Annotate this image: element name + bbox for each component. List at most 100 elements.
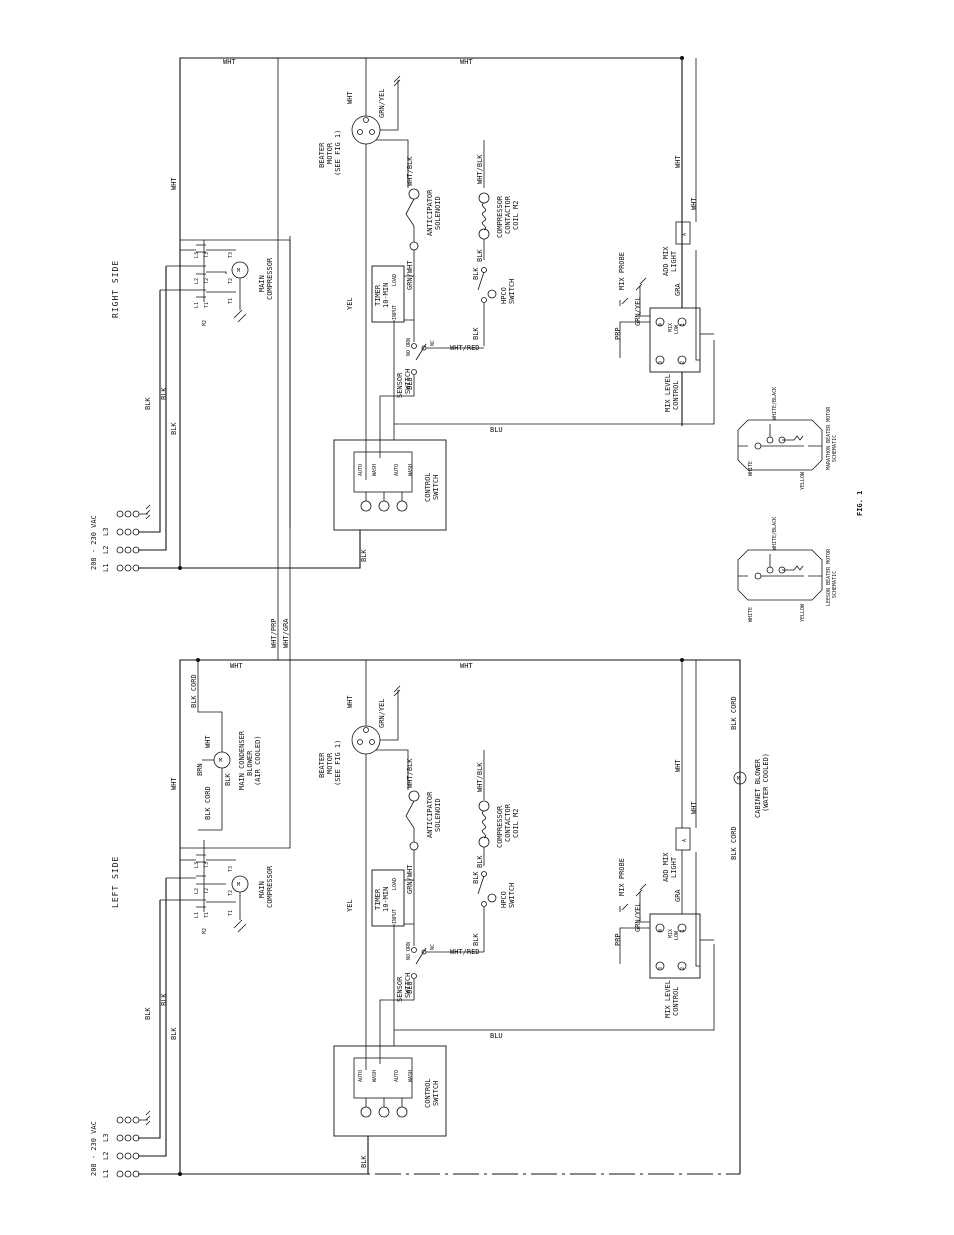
right-wire-no-orn: NO ORN: [406, 338, 412, 356]
right-supply-voltage: 208 - 230 VAC: [90, 515, 98, 570]
left-sensor-label-1: SENSOR: [396, 976, 404, 1002]
left-wire-wht-mix-a: WHT: [674, 759, 682, 772]
left-motor-t1: T1: [228, 910, 234, 916]
right-timer-input: INPUT: [392, 305, 398, 320]
right-beater-label-1: BEATER: [318, 142, 326, 168]
left-wire-wht-blk-b: WHT/BLK: [476, 762, 484, 792]
left-wire-grn-wht: GRN/WHT: [406, 864, 414, 894]
right-timer: [371, 265, 414, 323]
left-mix-level-label-2: CONTROL: [672, 986, 680, 1016]
right-wire-wht-top-left: WHT: [223, 58, 236, 66]
left-hpco-label-2: SWITCH: [508, 883, 516, 908]
left-mix-term-2: 2: [680, 967, 686, 970]
right-sensor-label-1: SENSOR: [396, 372, 404, 398]
right-contactor-l2: L2: [194, 278, 200, 284]
left-mix-level-control: [619, 660, 714, 979]
right-contactor-label-1: COMPRESSOR: [496, 195, 504, 238]
right-wire-grn-yel-mix: GRN/YEL: [634, 296, 642, 326]
right-compressor-motor: M: [231, 261, 249, 323]
left-sensor-switch: [379, 924, 484, 1064]
right-wire-wht-blk-a: WHT/BLK: [406, 156, 414, 186]
right-motor-t2: T2: [228, 278, 234, 284]
right-switch-wash-a: WASH: [372, 464, 378, 476]
left-supply-voltage: 208 - 230 VAC: [90, 1121, 98, 1176]
right-hpco-switch: [477, 267, 497, 346]
left-contactor-t3: T3: [204, 862, 210, 868]
left-side-title: LEFT SIDE: [111, 856, 120, 908]
left-wire-nc: NC: [430, 944, 436, 950]
right-side-circuit: 208 - 230 VAC L1 L2 L3 WHT WHT WHT BLK B…: [90, 56, 715, 660]
detail-b-white-black: WHITE/BLACK: [772, 387, 778, 420]
svg-text:M: M: [219, 758, 222, 764]
left-control-switch: [333, 924, 715, 1137]
left-contactor-l1: L1: [194, 912, 200, 918]
right-motor-t3: T3: [228, 252, 234, 258]
left-wire-blk-cord-cab-a: BLK CORD: [730, 696, 738, 730]
right-wire-grn-wht: GRN/WHT: [406, 260, 414, 290]
left-mix-level-label-1: MIX LEVEL: [664, 980, 672, 1018]
left-switch-auto-b: AUTO: [394, 1070, 400, 1082]
left-contactor-l3: L3: [194, 862, 200, 868]
right-wire-blk-bottom: BLK: [360, 549, 368, 562]
right-contactor-coil: [478, 140, 490, 260]
right-wire-blk-b: BLK: [160, 387, 168, 400]
left-wire-gra: GRA: [674, 889, 682, 902]
left-contactor-m2: M2: [202, 928, 208, 934]
right-contactor-t2: T2: [204, 278, 210, 284]
right-wire-gra: GRA: [674, 283, 682, 296]
left-wire-prp: PRP: [614, 933, 622, 946]
right-wire-wht-red: WHT/RED: [450, 344, 480, 352]
beater-motor-detail-a: [737, 549, 823, 601]
right-beater-motor: [351, 58, 409, 480]
right-timer-load: LOAD: [392, 274, 398, 286]
left-switch-wash-a: WASH: [372, 1070, 378, 1082]
left-solenoid-label-1: ANTICIPATOR: [426, 791, 434, 838]
left-condenser-blower: M: [197, 660, 231, 831]
left-add-mix-label-2: LIGHT: [670, 856, 678, 878]
right-ground-symbol: [139, 504, 151, 520]
left-wire-blk-c: BLK: [170, 1027, 178, 1040]
left-condenser-label-3: (AIR COOLED): [254, 735, 262, 786]
left-contactor: [160, 660, 291, 912]
left-timer-load: LOAD: [392, 878, 398, 890]
left-terminal-l1: L1: [102, 1170, 110, 1178]
right-wire-blk-cord-b: BLK: [472, 327, 480, 340]
right-add-mix-label-1: ADD MIX: [662, 246, 670, 276]
left-timer-label-2: 10-MIN: [382, 887, 390, 912]
right-mix-level-label-2: CONTROL: [672, 380, 680, 410]
left-wire-wht-blower: WHT: [204, 735, 212, 748]
left-timer: [371, 869, 414, 927]
left-wire-blk-cord-blower: BLK CORD: [190, 674, 198, 708]
left-wire-wht-top-right: WHT: [460, 662, 473, 670]
left-wire-wht-top-left: WHT: [230, 662, 243, 670]
svg-text:M: M: [237, 882, 240, 888]
left-hpco-label-1: HPCO: [500, 891, 508, 908]
right-wire-wht-blk-b: WHT/BLK: [476, 154, 484, 184]
right-wire-blu-bottom: BLU: [490, 426, 503, 434]
left-wire-wht-left: WHT: [170, 777, 178, 790]
right-switch-wash-b: WASH: [408, 464, 414, 476]
figure-label: FIG. 1: [856, 491, 864, 516]
detail-a-white-black: WHITE/BLACK: [772, 517, 778, 550]
right-wire-wht-mix-b: WHT: [690, 197, 698, 210]
left-timer-input: INPUT: [392, 909, 398, 924]
left-timer-label-1: TIMER: [374, 888, 382, 910]
left-motor-t3: T3: [228, 866, 234, 872]
right-mix-term-2: 2: [680, 361, 686, 364]
right-wire-wht-top-right: WHT: [460, 58, 473, 66]
left-wire-blk-a: BLK: [144, 1007, 152, 1020]
left-contactor-label-2: CONTACTOR: [504, 803, 512, 842]
left-compressor-motor: M: [231, 875, 249, 933]
right-motor-t1: T1: [228, 298, 234, 304]
right-wire-blk-cord-a: BLK: [472, 267, 480, 280]
detail-a-label-2: SCHEMATIC: [832, 571, 838, 598]
right-wire-grn-yel: GRN/YEL: [378, 88, 386, 118]
left-contactor-l2: L2: [194, 888, 200, 894]
left-switch-auto-a: AUTO: [358, 1070, 364, 1082]
right-contactor-m2: M2: [202, 320, 208, 326]
left-wire-blk-b: BLK: [160, 993, 168, 1006]
left-wire-blu-bottom: BLU: [490, 1032, 503, 1040]
right-wire-wht-beater: WHT: [346, 91, 354, 104]
right-contactor-l1: L1: [194, 302, 200, 308]
detail-a-yellow: YELLOW: [800, 603, 806, 622]
